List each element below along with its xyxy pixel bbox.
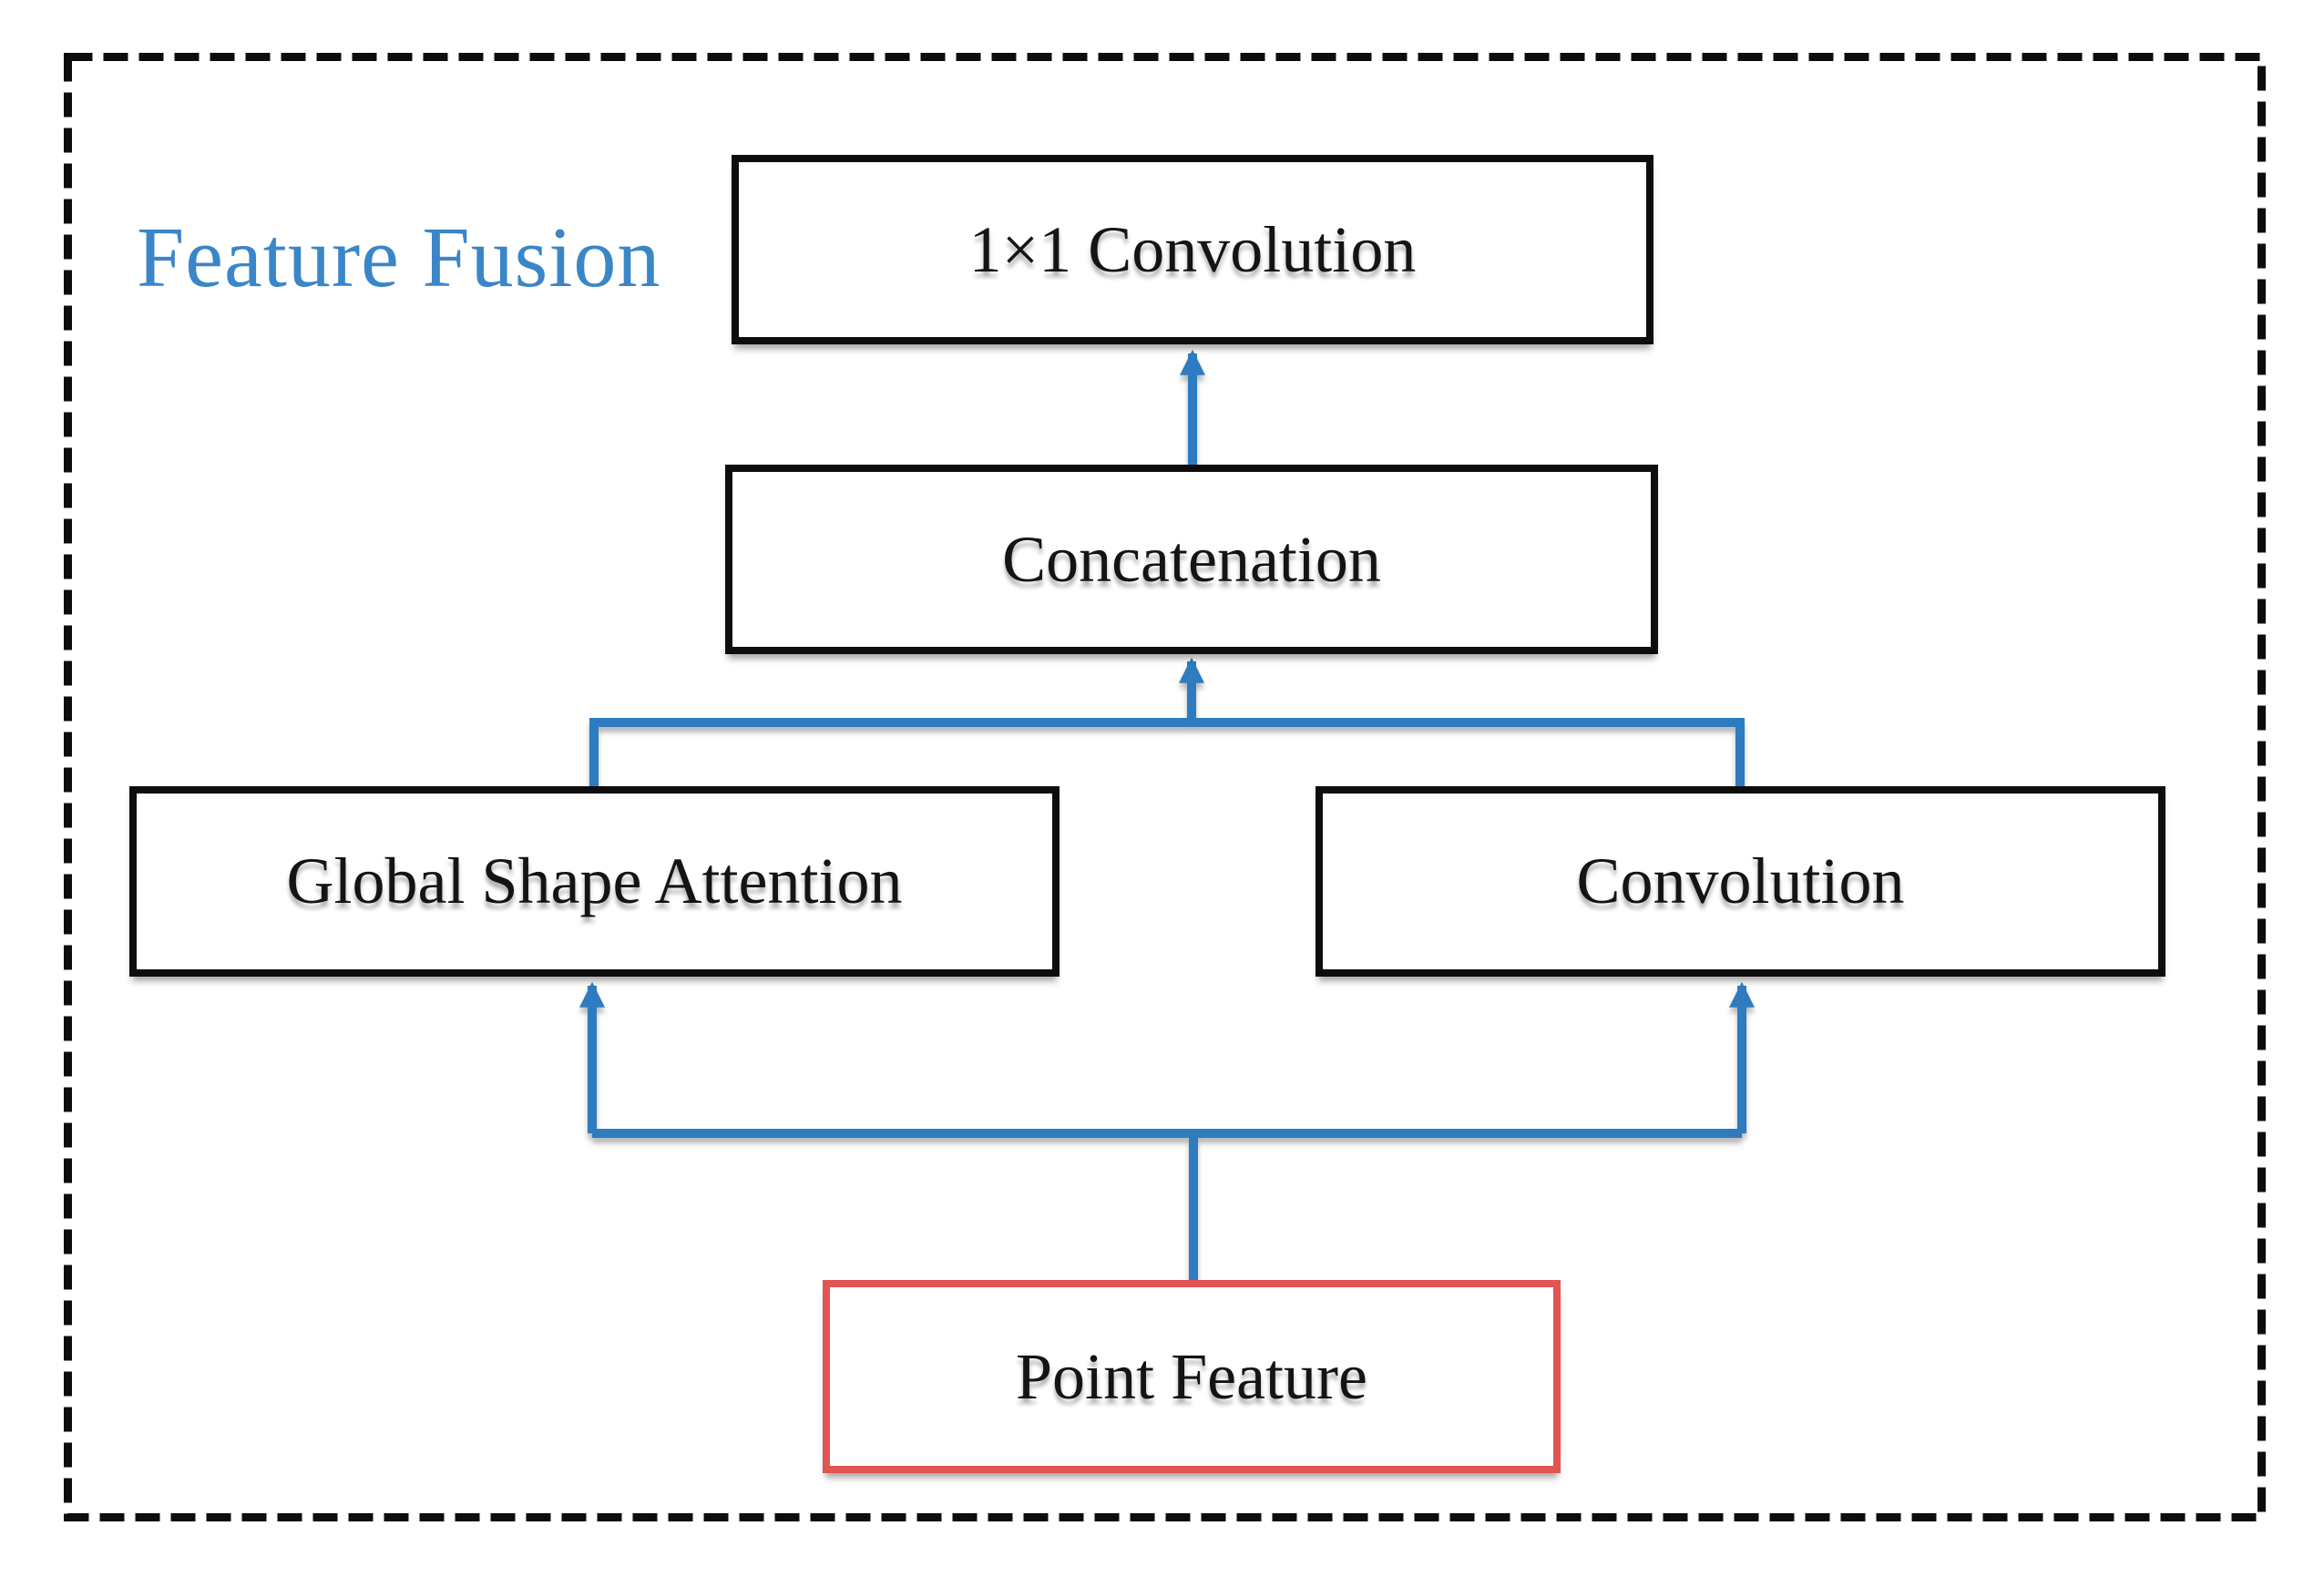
dashed-frame [64, 53, 2266, 1521]
node-conv1x1-label: 1×1 Convolution [968, 212, 1417, 286]
edge-merge-bracket [589, 718, 1745, 791]
node-concatenation: Concatenation [725, 465, 1658, 654]
node-conv1x1: 1×1 Convolution [732, 155, 1653, 344]
node-convolution: Convolution [1316, 786, 2165, 977]
node-global-shape-attention-label: Global Shape Attention [286, 845, 903, 917]
node-point-feature-label: Point Feature [1016, 1339, 1367, 1413]
node-point-feature: Point Feature [823, 1280, 1561, 1473]
edge-split-bracket [592, 1129, 1742, 1286]
node-concatenation-label: Concatenation [1002, 522, 1381, 596]
node-global-shape-attention: Global Shape Attention [129, 786, 1060, 977]
diagram-title: Feature Fusion [137, 210, 661, 305]
node-convolution-label: Convolution [1576, 845, 1905, 917]
